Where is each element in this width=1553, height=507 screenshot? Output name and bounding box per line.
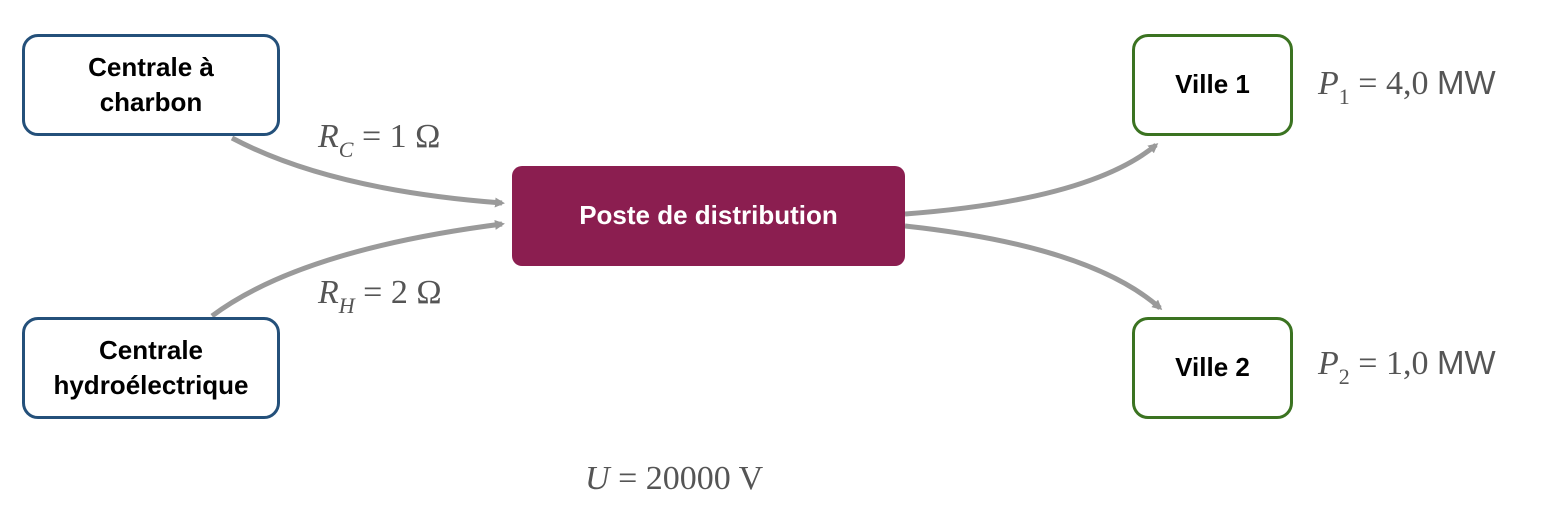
hydro-plant-label-line: hydroélectrique <box>53 370 249 400</box>
resistance-subscript: H <box>338 293 355 318</box>
coal-plant-node: Centrale à charbon <box>22 34 280 136</box>
hydro-plant-node: Centrale hydroélectrique <box>22 317 280 419</box>
voltage-symbol: U <box>585 460 610 497</box>
hydro-plant-label-line: Centrale <box>98 334 204 365</box>
resistance-symbol: R <box>318 274 339 311</box>
resistance-symbol: R <box>318 118 339 155</box>
coal-line-resistance: RC = 1 Ω <box>318 118 441 161</box>
city-2-label: Ville 2 <box>1175 352 1250 383</box>
power-value: = 4,0 <box>1358 65 1429 102</box>
hydro-plant-label: Centrale hydroélectrique <box>53 333 248 403</box>
edge-hydro-to-hub <box>210 219 505 319</box>
city-2-node: Ville 2 <box>1132 317 1293 419</box>
power-unit: MW <box>1436 344 1496 381</box>
coal-plant-label-line: Centrale à <box>88 51 214 82</box>
coal-plant-label: Centrale à charbon <box>88 50 214 120</box>
power-value: = 1,0 <box>1358 345 1429 382</box>
city-1-node: Ville 1 <box>1132 34 1293 136</box>
distribution-station-node: Poste de distribution <box>512 166 905 266</box>
power-subscript: 1 <box>1338 84 1350 109</box>
grid-voltage: U = 20000 V <box>585 462 763 496</box>
city-1-label: Ville 1 <box>1175 69 1250 100</box>
edge-coal-to-hub <box>230 135 505 208</box>
resistance-value: = 2 Ω <box>363 274 442 311</box>
hydro-line-resistance: RH = 2 Ω <box>318 274 442 317</box>
power-symbol: P <box>1318 65 1339 102</box>
power-unit: MW <box>1436 64 1496 101</box>
edge-hub-to-city-1 <box>904 143 1159 217</box>
power-subscript: 2 <box>1338 364 1350 389</box>
edge-hub-to-city-2 <box>904 223 1163 310</box>
voltage-value: = 20000 V <box>618 460 764 497</box>
resistance-value: = 1 Ω <box>361 118 441 155</box>
power-symbol: P <box>1318 345 1339 382</box>
distribution-station-label: Poste de distribution <box>579 200 838 231</box>
coal-plant-label-line: charbon <box>99 87 203 117</box>
city-2-power: P2 = 1,0 MW <box>1318 344 1496 388</box>
resistance-subscript: C <box>338 137 354 162</box>
city-1-power: P1 = 4,0 MW <box>1318 64 1496 108</box>
